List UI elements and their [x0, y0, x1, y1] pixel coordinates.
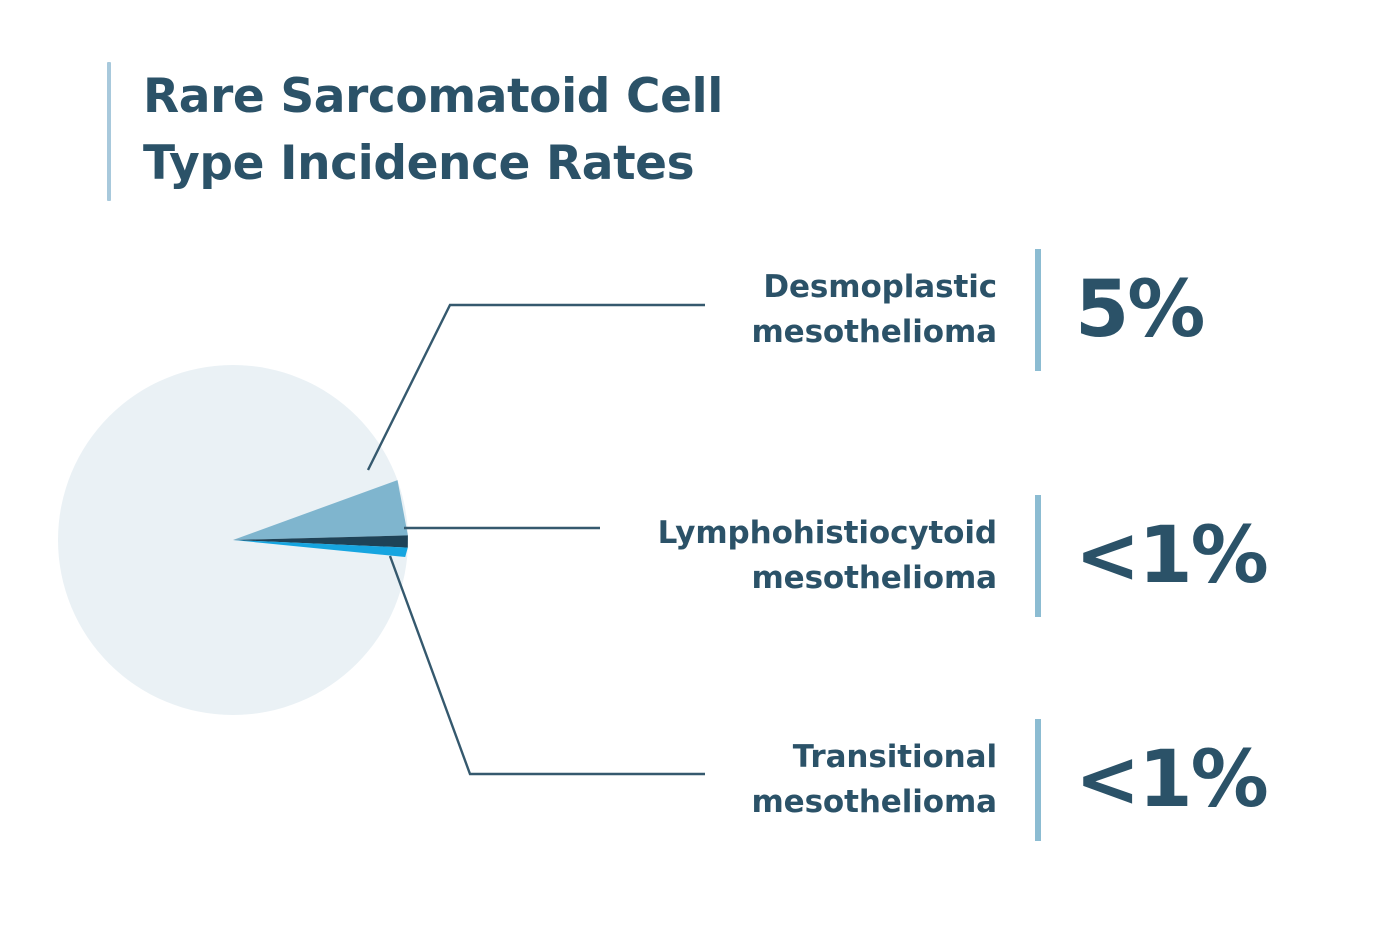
pie-chart-region	[58, 303, 705, 776]
leader-line-transitional	[388, 555, 705, 776]
legend-divider-transitional	[1035, 719, 1041, 841]
page-title: Rare Sarcomatoid Cell Type Incidence Rat…	[143, 69, 723, 191]
title-accent-bar	[107, 62, 111, 202]
pie-slice-lymphohistiocytoid	[233, 535, 408, 548]
page-title-block: Rare Sarcomatoid Cell Type Incidence Rat…	[107, 62, 723, 202]
legend-label-transitional: Transitional mesothelioma	[751, 739, 997, 820]
legend-item-transitional: Transitional mesothelioma <1%	[600, 714, 1269, 846]
pie-slice-desmoplastic	[233, 480, 408, 540]
legend-item-lymphohistiocytoid: Lymphohistiocytoid mesothelioma <1%	[600, 490, 1269, 622]
leader-line-desmoplastic	[366, 303, 705, 471]
pie-slice-transitional	[233, 540, 408, 557]
legend-value-desmoplastic: 5%	[1075, 265, 1205, 355]
legend-divider-desmoplastic	[1035, 249, 1041, 371]
legend-item-desmoplastic: Desmoplastic mesothelioma 5%	[600, 244, 1205, 376]
legend-divider-lymphohistiocytoid	[1035, 495, 1041, 617]
legend-value-lymphohistiocytoid: <1%	[1075, 511, 1269, 601]
legend-label-desmoplastic: Desmoplastic mesothelioma	[751, 269, 997, 350]
pie-chart-svg	[58, 303, 705, 776]
legend-label-lymphohistiocytoid: Lymphohistiocytoid mesothelioma	[657, 515, 997, 596]
legend-value-transitional: <1%	[1075, 735, 1269, 825]
